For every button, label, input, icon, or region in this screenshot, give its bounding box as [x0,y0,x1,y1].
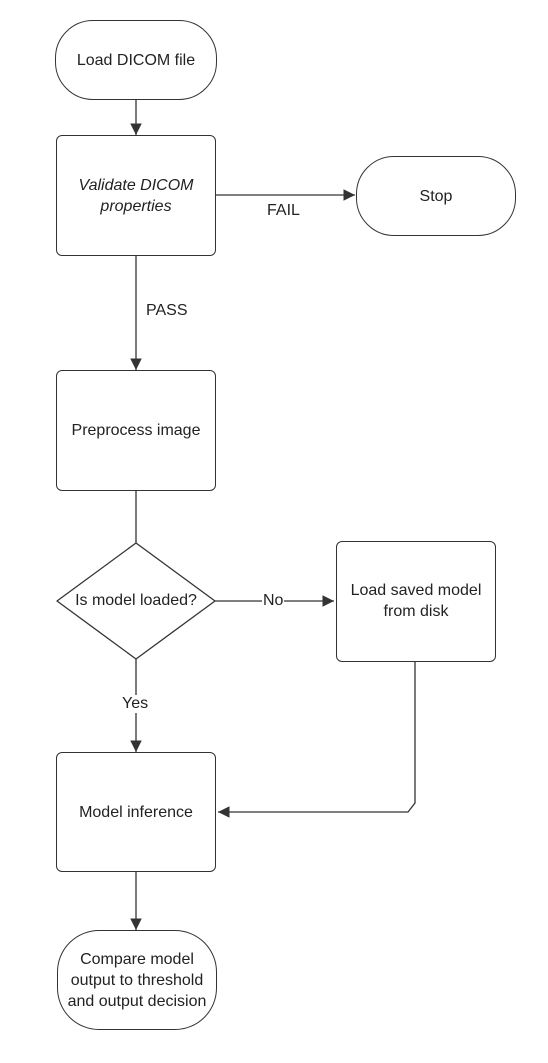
validate-label: Validate DICOM properties [78,176,194,215]
fail-edge-label: FAIL [266,202,301,220]
load-saved-model-label: Load saved model from disk [350,582,482,620]
validate-node: Validate DICOM properties [56,135,216,256]
preprocess-label: Preprocess image [71,422,201,439]
load-dicom-node: Load DICOM file [55,20,217,100]
load-saved-model-node: Load saved model from disk [336,541,496,662]
compare-node: Compare model output to threshold and ou… [57,930,217,1030]
decision-label: Is model loaded? [75,592,197,609]
inference-label: Model inference [79,803,193,821]
edge-load-model-to-inference [218,662,416,818]
compare-label: Compare model output to threshold and ou… [67,950,207,1010]
yes-edge-label: Yes [121,695,150,713]
stop-label: Stop [419,187,453,205]
inference-node: Model inference [56,752,216,872]
stop-node: Stop [356,156,516,236]
load-dicom-label: Load DICOM file [76,51,196,69]
preprocess-node: Preprocess image [56,370,216,491]
no-edge-label: No [262,592,285,610]
pass-edge-label: PASS [145,302,189,320]
